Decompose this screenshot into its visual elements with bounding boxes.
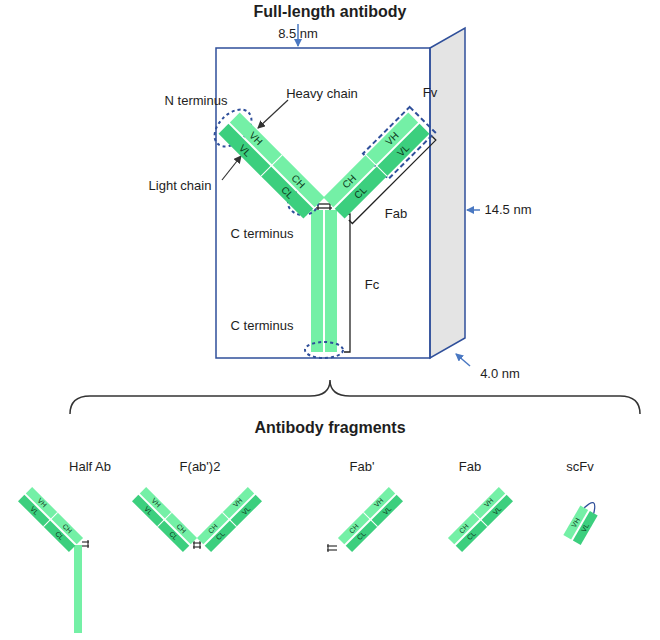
heavy-chain [197,487,254,544]
region-label: Fab [385,207,407,221]
fc-bracket [344,214,350,352]
box-front-face [216,48,430,358]
heavy-chain [323,113,418,208]
light-chain [205,495,262,552]
box-side-face [430,28,465,358]
fragment-name: Fab [459,460,481,474]
domain-divider [222,512,236,526]
light-chain [456,495,513,552]
half-ab-fc [74,545,82,633]
peptide-linker [584,500,598,513]
region-label: Fv [423,86,437,100]
dimension-label: 4.0 nm [480,367,520,381]
section-title: Antibody fragments [254,419,405,437]
light-chain [335,124,430,219]
domain-divider [261,155,282,176]
dimension-label: 8.5 nm [278,27,318,41]
domain-divider [366,155,387,176]
dimension-arrow [456,354,470,366]
antibody-arm [197,487,262,552]
domain-divider [157,512,171,526]
callout-label: Heavy chain [286,87,358,101]
antibody-arm [563,498,602,545]
chain-divider [324,212,325,352]
region-label: Fc [365,278,379,292]
domain-divider [43,512,57,526]
callout-label: C terminus [231,227,294,241]
fv-region [363,107,435,179]
callout-label: C terminus [231,319,294,333]
light-chain [132,495,189,552]
antibody-arm [448,487,513,552]
antibody-arm [18,487,83,552]
dimension-arrow [467,209,480,211]
heavy-chain [448,487,505,544]
heavy-chain [230,113,325,208]
leader-line [258,100,288,128]
callout-label: N terminus [165,94,228,108]
callout-label: Light chain [149,179,212,193]
light-chain [346,495,403,552]
fragment-name: Half Ab [69,460,111,474]
heavy-chain [338,487,395,544]
antibody-arms [18,113,602,553]
domain-divider [363,512,377,526]
figure-title: Full-length antibody [254,3,407,21]
dimension-label: 14.5 nm [485,203,532,217]
heavy-chain [26,487,83,544]
light-chain [18,495,75,552]
fc-heavy-chain [325,210,337,352]
fragment-name: scFv [566,460,593,474]
fc-heavy-chain [311,210,323,352]
antibody-arm [338,487,403,552]
antibody-arm [219,113,325,219]
antibody-arm [323,113,429,219]
fragment-name: F(ab')2 [180,460,221,474]
fab-bracket [349,137,436,224]
curly-brace [70,380,640,414]
heavy-chain [140,487,197,544]
leader-line [222,156,241,180]
light-chain [219,124,314,219]
domain-divider [473,512,487,526]
terminus-marker [305,342,343,358]
antibody-arm [132,487,197,552]
fragment-name: Fab' [350,460,375,474]
